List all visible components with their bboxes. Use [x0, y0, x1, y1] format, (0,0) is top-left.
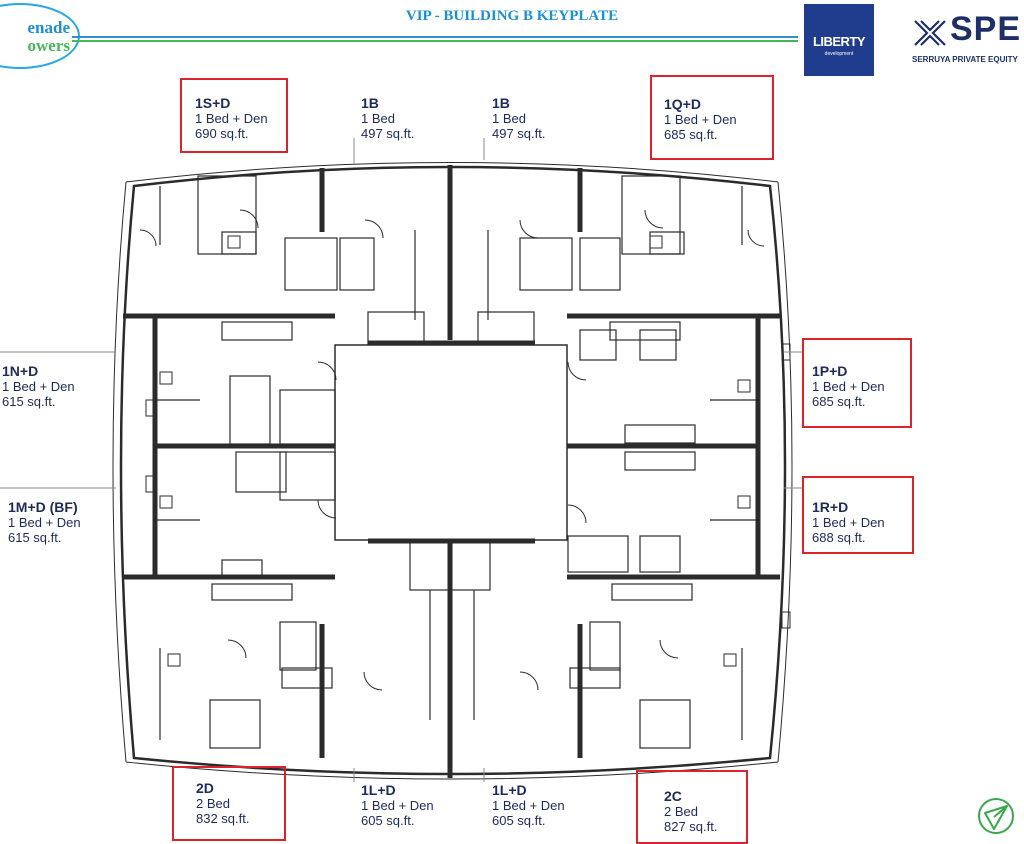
unit-area: 688 sq.ft. [812, 530, 866, 545]
highlight-1p-d [802, 338, 912, 428]
spe-mark-icon [914, 20, 946, 46]
unit-type: 1 Bed + Den [195, 111, 268, 126]
unit-label-1q-d: 1Q+D 1 Bed + Den 685 sq.ft. [664, 96, 737, 143]
spe-logo-sub: SERRUYA PRIVATE EQUITY [912, 55, 1018, 64]
unit-label-2d: 2D 2 Bed 832 sq.ft. [196, 780, 250, 827]
liberty-logo-name: LIBERTY [812, 34, 866, 49]
unit-label-1b-right: 1B 1 Bed 497 sq.ft. [492, 95, 546, 142]
unit-code: 2D [196, 780, 214, 796]
unit-label-1r-d: 1R+D 1 Bed + Den 688 sq.ft. [812, 499, 885, 546]
project-logo-line2: owers [27, 36, 70, 55]
unit-type: 1 Bed + Den [2, 379, 75, 394]
unit-code: 1P+D [812, 363, 848, 379]
unit-code: 1Q+D [664, 96, 701, 112]
unit-label-1l-d-right: 1L+D 1 Bed + Den 605 sq.ft. [492, 782, 565, 829]
unit-type: 1 Bed + Den [492, 798, 565, 813]
unit-area: 685 sq.ft. [664, 127, 718, 142]
unit-area: 615 sq.ft. [8, 530, 62, 545]
highlight-2d [172, 766, 286, 841]
highlight-1r-d [802, 476, 914, 554]
unit-label-1s-d: 1S+D 1 Bed + Den 690 sq.ft. [195, 95, 268, 142]
unit-type: 1 Bed + Den [8, 515, 81, 530]
unit-area: 615 sq.ft. [2, 394, 56, 409]
unit-code: 1L+D [492, 782, 527, 798]
unit-code: 1S+D [195, 95, 231, 111]
unit-area: 690 sq.ft. [195, 126, 249, 141]
unit-area: 685 sq.ft. [812, 394, 866, 409]
unit-type: 1 Bed + Den [812, 515, 885, 530]
unit-code: 2C [664, 788, 682, 804]
liberty-logo-sub: development [824, 51, 854, 57]
unit-label-1b-left: 1B 1 Bed 497 sq.ft. [361, 95, 415, 142]
highlight-1s-d [180, 78, 288, 153]
unit-type: 2 Bed [664, 804, 698, 819]
unit-label-1p-d: 1P+D 1 Bed + Den 685 sq.ft. [812, 363, 885, 410]
unit-area: 605 sq.ft. [361, 813, 415, 828]
unit-label-2c: 2C 2 Bed 827 sq.ft. [664, 788, 718, 835]
unit-area: 605 sq.ft. [492, 813, 546, 828]
unit-label-1l-d-left: 1L+D 1 Bed + Den 605 sq.ft. [361, 782, 434, 829]
unit-type: 2 Bed [196, 796, 230, 811]
unit-type: 1 Bed [361, 111, 395, 126]
unit-area: 832 sq.ft. [196, 811, 250, 826]
unit-label-1m-d-bf: 1M+D (BF) 1 Bed + Den 615 sq.ft. [8, 499, 81, 546]
unit-code: 1N+D [2, 363, 39, 379]
liberty-logo: LIBERTY development [804, 4, 874, 76]
unit-code: 1R+D [812, 499, 849, 515]
unit-area: 497 sq.ft. [361, 126, 415, 141]
unit-area: 497 sq.ft. [492, 126, 546, 141]
north-arrow-icon [978, 798, 1014, 834]
unit-type: 1 Bed + Den [664, 112, 737, 127]
header-rule-green [72, 40, 798, 42]
unit-code: 1M+D (BF) [8, 499, 78, 515]
unit-area: 827 sq.ft. [664, 819, 718, 834]
unit-code: 1L+D [361, 782, 396, 798]
unit-type: 1 Bed + Den [361, 798, 434, 813]
project-logo-line1: enade [27, 18, 71, 37]
unit-type: 1 Bed [492, 111, 526, 126]
page-title: VIP - BUILDING B KEYPLATE [405, 8, 619, 24]
unit-code: 1B [492, 95, 510, 111]
highlight-1q-d [650, 75, 774, 160]
unit-label-1n-d: 1N+D 1 Bed + Den 615 sq.ft. [2, 363, 75, 410]
spe-logo-name: SPE [950, 10, 1022, 48]
header-rule-blue [72, 36, 798, 38]
unit-code: 1B [361, 95, 379, 111]
unit-type: 1 Bed + Den [812, 379, 885, 394]
